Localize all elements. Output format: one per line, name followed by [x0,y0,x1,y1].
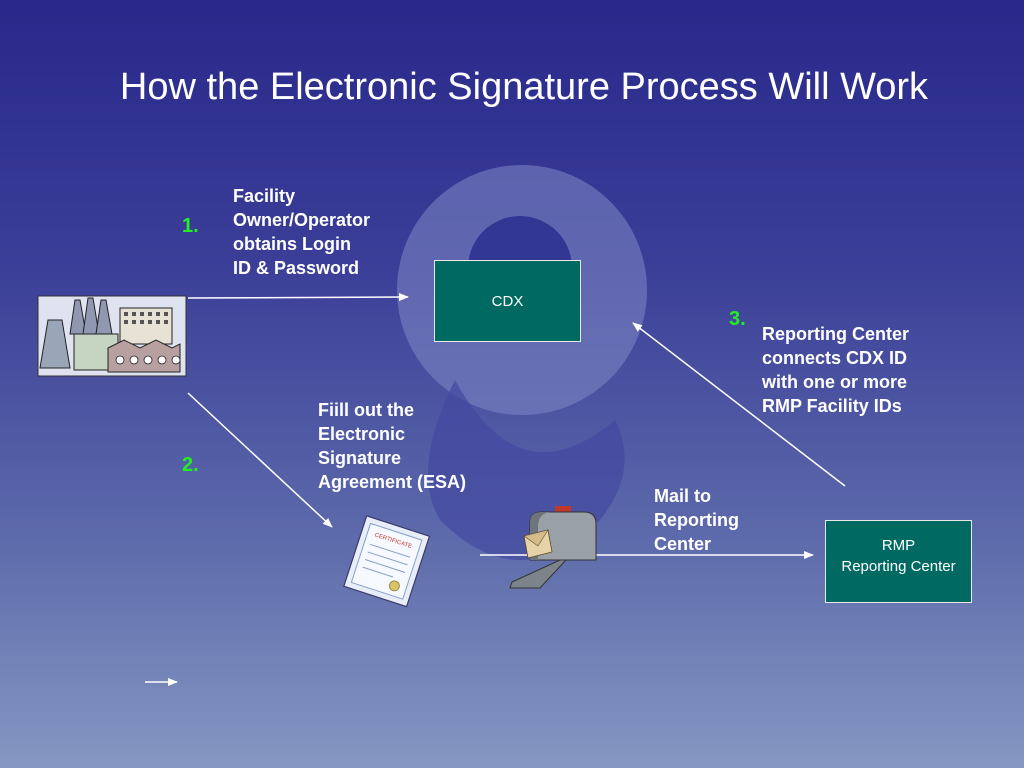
step-1-label-line: obtains Login [233,234,351,254]
arrow-rmp-to-cdx [632,322,846,487]
step-1-label-line: ID & Password [233,258,360,278]
mailbox-icon [509,506,597,589]
step-2-label-line: Signature [318,448,402,468]
factory-icon [37,295,187,377]
mail-label: Mail to Reporting Center [654,484,739,556]
rmp-box-label-line: RMP [881,537,916,554]
cdx-box-label: CDX [491,293,524,310]
slide-title: How the Electronic Signature Process Wil… [119,66,929,108]
step-3-label-line: RMP Facility IDs [762,396,902,416]
step-3-label-line: connects CDX ID [762,348,908,368]
step-1-label-line: Facility [233,186,296,206]
certificate-icon: CERTIFICATE [343,515,431,608]
step-2-label-line: Agreement (ESA) [318,472,467,492]
mail-label-line: Reporting [654,510,739,530]
rmp-reporting-center-box: RMP Reporting Center [825,520,972,603]
step-1-label: Facility Owner/Operator obtains Login ID… [233,184,370,280]
step-2-label-line: Electronic [318,424,406,444]
mail-label-line: Mail to [654,486,711,506]
step-2-label-line: Fiill out the [318,400,414,420]
step-3-label: Reporting Center connects CDX ID with on… [762,322,909,418]
cdx-box: CDX [434,260,581,342]
mail-label-line: Center [654,534,712,554]
step-1-label-line: Owner/Operator [233,210,371,230]
step-2-label: Fiill out the Electronic Signature Agree… [318,398,466,494]
step-3-label-line: Reporting Center [762,324,910,344]
step-3-label-line: with one or more [762,372,908,392]
step-3-number: 3. [729,308,746,330]
arrow-factory-to-certificate [187,392,333,528]
rmp-box-label-line: Reporting Center [841,558,956,575]
step-1-number: 1. [182,215,199,237]
arrow-factory-to-cdx [187,293,409,302]
step-2-number: 2. [182,454,199,476]
